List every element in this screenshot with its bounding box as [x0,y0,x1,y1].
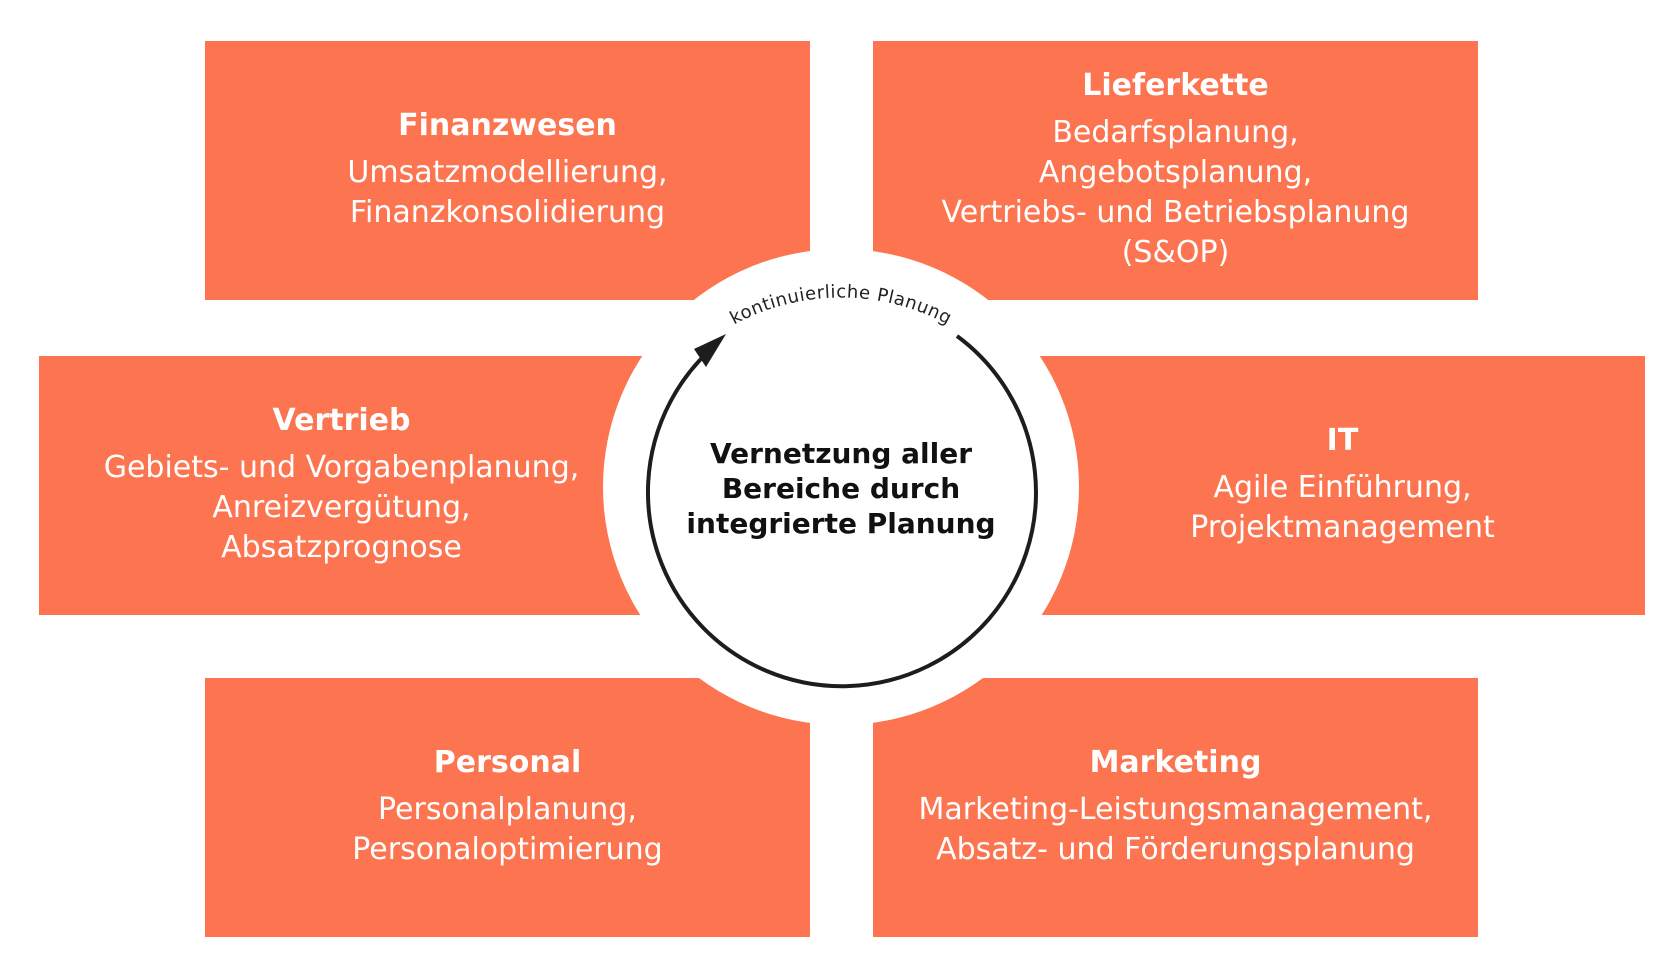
area-text: Umsatzmodellierung, Finanzkonsolidierung [347,155,668,230]
area-text: Bedarfsplanung, Angebotsplanung, Vertrie… [941,115,1410,270]
area-title: Personal [433,745,582,780]
area-title: IT [1326,423,1359,458]
area-title: Vertrieb [272,403,411,438]
area-personal: Personal Personalplanung, Personaloptimi… [205,678,810,937]
center-title: Vernetzung aller Bereiche durch integrie… [686,437,996,540]
area-text: Agile Einführung, Projektmanagement [1190,470,1495,545]
cycle-arrow [646,334,1038,689]
area-finanzwesen: Finanzwesen Umsatzmodellierung, Finanzko… [205,41,810,300]
area-text: Personalplanung, Personaloptimierung [352,792,663,867]
area-lieferkette: Lieferkette Bedarfsplanung, Angebotsplan… [873,41,1478,300]
area-title: Marketing [1089,745,1262,780]
area-title: Lieferkette [1082,68,1269,103]
area-text: Marketing-Leistungsmanagement, Absatz- u… [918,792,1433,867]
area-text: Gebiets- und Vorgabenplanung, Anreizverg… [103,450,580,565]
arrowhead-icon [694,334,726,367]
area-marketing: Marketing Marketing-Leistungsmanagement,… [873,678,1478,937]
area-title: Finanzwesen [398,108,617,143]
